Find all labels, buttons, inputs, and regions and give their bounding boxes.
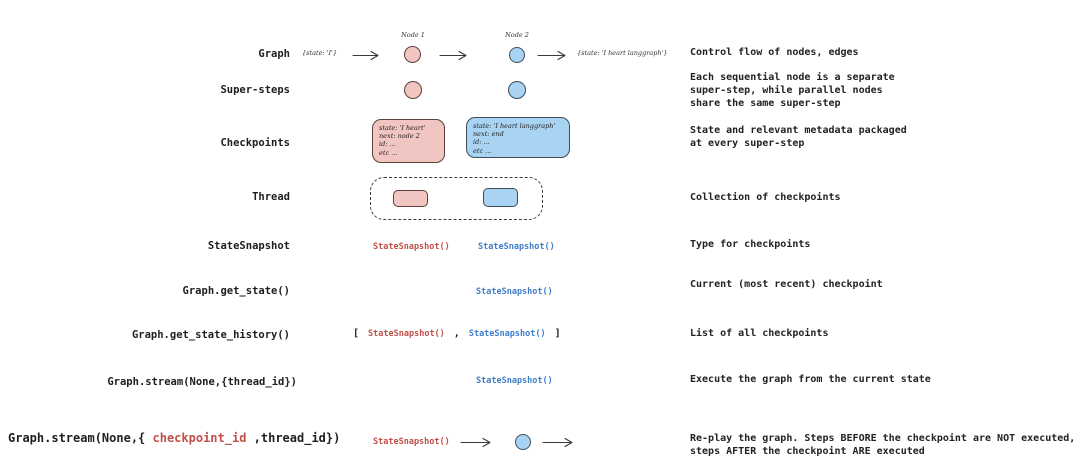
- state-snapshot-code-red: StateSnapshot(): [368, 328, 445, 339]
- super-step-node1-circle: [404, 81, 422, 99]
- checkpoint-line: state: 'I heart': [379, 124, 426, 132]
- state-snapshot-code-blue: StateSnapshot(): [476, 376, 553, 386]
- row-label-stream-checkpoint: Graph.stream(None,{ checkpoint_id ,threa…: [8, 431, 340, 445]
- row-desc-statesnapshot: Type for checkpoints: [690, 239, 811, 250]
- checkpoint-line: etc ...: [379, 148, 398, 157]
- super-step-node2-circle: [508, 81, 526, 99]
- row-label-statesnapshot: StateSnapshot: [207, 240, 290, 252]
- arrow-icon: [537, 50, 566, 61]
- row-label-thread: Thread: [252, 191, 290, 203]
- row-label-super-steps: Super-steps: [220, 84, 290, 96]
- row-label-get-state: Graph.get_state(): [182, 285, 290, 297]
- row-label-checkpoints: Checkpoints: [220, 137, 290, 149]
- checkpoint-line: state: 'I heart langgraph': [473, 122, 556, 130]
- row-desc-get-state: Current (most recent) checkpoint: [690, 279, 883, 290]
- checkpoint-line: etc ...: [473, 146, 492, 155]
- stream-label-suffix: ,thread_id}): [246, 431, 341, 445]
- row-desc-stream-checkpoint: Re-play the graph. Steps BEFORE the chec…: [690, 433, 1076, 457]
- state-snapshot-code-blue: StateSnapshot(): [478, 242, 555, 252]
- row-desc-super-steps: Each sequential node is a separate super…: [690, 72, 895, 109]
- stream-label-prefix: Graph.stream(None,{: [8, 431, 153, 445]
- row-label-stream-thread: Graph.stream(None,{thread_id}): [107, 376, 297, 388]
- open-bracket: [: [353, 328, 360, 339]
- row-desc-get-state-history: List of all checkpoints: [690, 328, 829, 339]
- row-desc-stream-thread: Execute the graph from the current state: [690, 374, 931, 385]
- arrow-icon: [542, 437, 573, 448]
- node2-label: Node 2: [505, 31, 529, 39]
- checkpoint-line: id: ...: [473, 138, 490, 147]
- input-state-annotation: {state: 'I'}: [302, 49, 337, 57]
- comma: ,: [453, 328, 460, 339]
- checkpoint-line: next: end: [473, 130, 504, 139]
- row-desc-graph: Control flow of nodes, edges: [690, 47, 859, 58]
- snapshot-list: [ StateSnapshot() , StateSnapshot() ]: [353, 328, 561, 339]
- node2-circle: [509, 47, 525, 63]
- row-label-get-state-history: Graph.get_state_history(): [131, 329, 290, 341]
- thread-dashed-box: [370, 177, 543, 220]
- arrow-icon: [439, 50, 467, 61]
- node1-circle: [404, 46, 421, 63]
- state-snapshot-code-blue: StateSnapshot(): [468, 328, 546, 339]
- thread-checkpoint-pink: [393, 190, 428, 207]
- close-bracket: ]: [554, 328, 561, 339]
- node1-label: Node 1: [401, 31, 425, 39]
- checkpoint-card-blue: state: 'I heart langgraph' next: end id:…: [466, 117, 570, 158]
- arrow-icon: [460, 437, 491, 448]
- state-snapshot-code-red: StateSnapshot(): [373, 437, 450, 447]
- row-desc-thread: Collection of checkpoints: [690, 192, 841, 203]
- checkpoint-line: next: node 2: [379, 132, 420, 141]
- state-snapshot-code-red: StateSnapshot(): [373, 242, 450, 252]
- checkpoint-line: id: ...: [379, 140, 396, 149]
- thread-checkpoint-blue: [483, 188, 518, 207]
- checkpoint-id-highlight: checkpoint_id: [152, 431, 247, 445]
- checkpoint-card-pink: state: 'I heart' next: node 2 id: ... et…: [372, 119, 445, 163]
- row-label-graph: Graph: [258, 48, 290, 60]
- arrow-icon: [352, 50, 379, 61]
- output-state-annotation: {state: 'I heart langgraph'}: [577, 49, 668, 57]
- state-snapshot-code-blue: StateSnapshot(): [476, 287, 553, 297]
- replay-node-circle: [515, 434, 531, 450]
- row-desc-checkpoints: State and relevant metadata packaged at …: [690, 125, 907, 149]
